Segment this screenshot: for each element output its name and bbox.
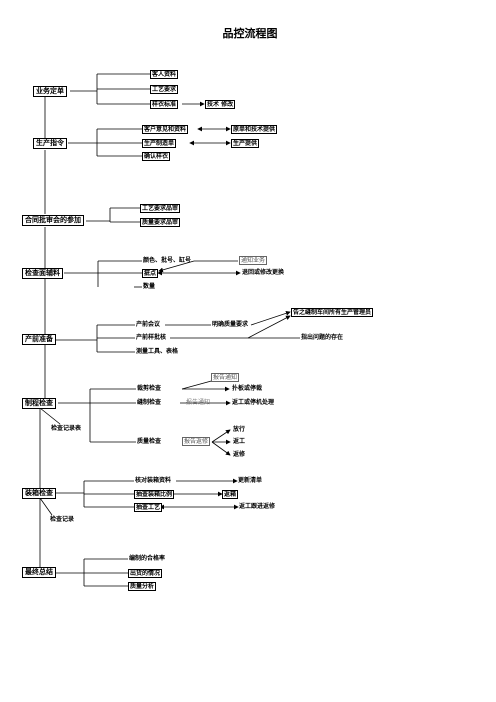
stage-contract-review: 合同批审会的参加 (22, 215, 84, 226)
s1-side-tech: 技术 修改 (205, 100, 236, 109)
s5-mid-quality: 明确质量要求 (212, 321, 249, 328)
s2-side-original: 原单和技术提供 (231, 125, 278, 134)
s4-item-color: 颜色、批号、缸号 (143, 257, 192, 264)
s3-item-quality: 质量要求品审 (140, 218, 181, 227)
stage-material-check: 检查面辅料 (22, 268, 63, 279)
s7-item-ratio: 抽查装箱比例 (134, 490, 175, 499)
s6-item-quality: 质量检查 (137, 438, 162, 445)
stage-process-check: 制程检查 (22, 398, 56, 409)
s6-notify-2: 报告通知 (186, 399, 211, 406)
stage-final-summary: 最终总结 (22, 567, 56, 578)
s2-item-sample: 确认样衣 (142, 152, 171, 161)
s8-item-shipping: 出货的情况 (128, 569, 163, 578)
s4-side-return: 退回或修改更换 (242, 269, 285, 276)
s5-side-inform: 告之缝制车间所有生产管理员 (291, 308, 374, 317)
s2-item-manufacture: 生产制造单 (142, 139, 177, 148)
stage-packing-check: 装箱检查 (22, 488, 56, 499)
s2-item-customer: 客户意见和资料 (142, 125, 189, 134)
s5-item-tools: 测量工具、表格 (136, 348, 179, 355)
stage-order: 业务定单 (33, 86, 67, 97)
s6-result-pass: 放行 (233, 426, 246, 433)
s1-item-craft: 工艺要求 (150, 85, 179, 94)
s6-record: 检查记录表 (51, 425, 82, 432)
s7-record: 检查记录 (50, 516, 75, 523)
stage-preproduction: 产前准备 (22, 334, 56, 345)
s4-side-notify: 通知业务 (239, 256, 268, 265)
s6-item-cutting: 裁剪检查 (137, 385, 162, 392)
s7-side-follow: 返工跟进返修 (239, 503, 276, 510)
s4-item-qty: 数量 (143, 283, 156, 290)
s7-item-verify: 核对装箱资料 (135, 477, 172, 484)
s5-item-sample: 产前样批核 (136, 334, 167, 341)
s6-notify: 报告通知 (211, 373, 240, 382)
s4-item-defect: 疵点 (142, 269, 159, 278)
s8-item-analysis: 质量分析 (128, 582, 157, 591)
s5-item-meeting: 产前会议 (136, 321, 161, 328)
s8-item-passrate: 编制的合格率 (129, 555, 166, 562)
page-title: 品控流程图 (222, 27, 278, 40)
s1-item-customer-data: 客人资料 (150, 70, 179, 79)
s5-side-problem: 指出问题的存在 (301, 334, 344, 341)
s6-notify-3: 报告返修 (182, 437, 211, 446)
s6-result-repair: 返修 (233, 451, 246, 458)
s7-side-return: 返箱 (222, 490, 239, 499)
s7-item-craft: 抽查工艺 (134, 503, 163, 512)
stage-production-instruction: 生产指令 (33, 138, 67, 149)
s7-side-update: 更新清单 (238, 477, 263, 484)
s6-side-rework: 返工或停机处理 (232, 399, 275, 406)
s1-item-sample-standard: 样衣标准 (150, 100, 179, 109)
s6-result-rework: 返工 (233, 438, 246, 445)
s3-item-craft: 工艺要求品审 (140, 204, 181, 213)
s6-item-sewing: 缝制检查 (137, 399, 162, 406)
s6-side-stop: 扑板或停裁 (232, 385, 263, 392)
s2-side-production: 生产提供 (231, 139, 260, 148)
